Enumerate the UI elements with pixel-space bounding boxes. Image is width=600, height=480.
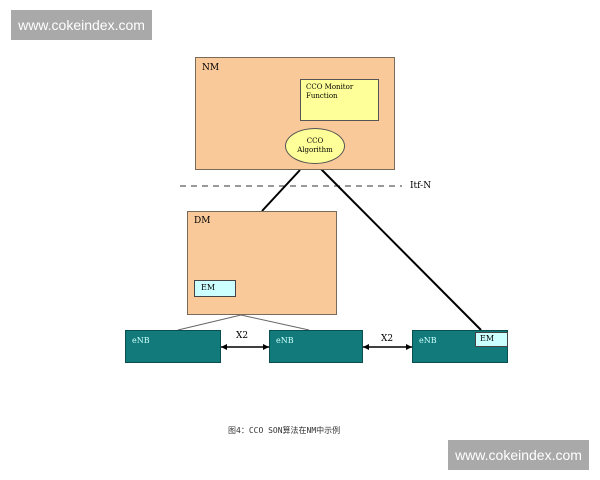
nm-dm-link: [261, 169, 301, 212]
cco-algo-line1: CCO: [306, 137, 324, 145]
dm-label: DM: [194, 216, 211, 226]
cco-monitor-line2: Function: [306, 92, 338, 100]
dm-em-box: EM: [194, 280, 236, 297]
x2-arrow-left-2: [363, 344, 369, 350]
x2-arrow-right-2: [406, 344, 412, 350]
enb-em-box: EM: [475, 332, 508, 347]
enb-box-2: eNB: [269, 330, 363, 363]
figure-caption: 图4：CCO SON算法在NM中示例: [228, 426, 341, 435]
nm-enb3-link: [319, 167, 482, 331]
enb-box-3: eNB EM: [412, 330, 508, 363]
watermark-top: www.cokeindex.com: [11, 10, 152, 40]
x2-label-2: X2: [381, 334, 394, 344]
dm-box: DM EM: [187, 211, 337, 315]
x2-arrow-left-1: [221, 344, 227, 350]
watermark-bottom: www.cokeindex.com: [448, 440, 589, 470]
nm-label: NM: [202, 63, 220, 73]
itf-n-label: Itf-N: [410, 181, 432, 191]
cco-algorithm: CCO Algorithm: [285, 128, 345, 164]
x2-arrow-right-1: [263, 344, 269, 350]
enb-label-2: eNB: [276, 336, 294, 345]
cco-algo-line2: Algorithm: [297, 146, 333, 154]
cco-monitor-line1: CCO Monitor: [306, 83, 354, 91]
enb-box-1: eNB: [125, 330, 221, 363]
x2-label-1: X2: [236, 331, 249, 341]
nm-box: NM CCO Monitor Function CCO Algorithm: [195, 57, 395, 170]
dm-enb2-link: [240, 314, 310, 331]
enb-label-3: eNB: [419, 336, 437, 345]
cco-monitor-function: CCO Monitor Function: [300, 79, 379, 121]
dm-enb1-link: [177, 314, 242, 331]
enb-label-1: eNB: [132, 336, 150, 345]
